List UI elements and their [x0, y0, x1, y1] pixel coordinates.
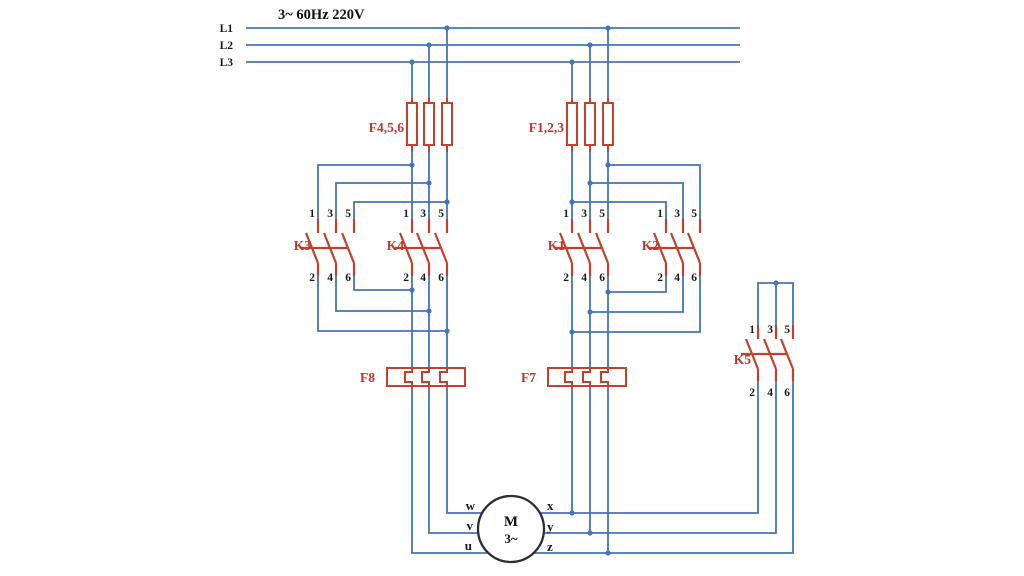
label-f8: F8	[360, 370, 375, 385]
label-k4: K4	[387, 238, 405, 253]
k5-t6: 6	[784, 387, 790, 399]
bus-label-l3: L3	[220, 57, 234, 69]
k1-t4: 4	[581, 272, 587, 284]
fuse-f2	[584, 102, 596, 146]
junction-dots	[409, 25, 779, 556]
k5-t1: 1	[749, 324, 755, 336]
bus-taps-left	[411, 28, 448, 100]
k2-t6: 6	[691, 272, 697, 284]
k1-t3: 3	[581, 208, 587, 220]
contactor-contacts	[301, 219, 795, 381]
fuse-f3	[602, 102, 614, 146]
bus-taps-right	[571, 28, 609, 100]
fuse-f6	[441, 102, 453, 146]
wire-w	[446, 386, 511, 514]
bus-label-l2: L2	[220, 40, 234, 52]
k5-t3: 3	[767, 324, 773, 336]
k5-star-bridge	[757, 282, 794, 325]
k4-t6: 6	[438, 272, 444, 284]
k4-out	[411, 276, 448, 368]
terminal-x: x	[547, 498, 554, 513]
k2-out-6	[572, 276, 701, 333]
motor-label: M	[504, 514, 518, 530]
label-k2: K2	[642, 238, 660, 253]
overload-f8	[386, 367, 466, 387]
wire-u	[411, 386, 511, 554]
contactor-k1	[555, 219, 610, 276]
k5-t4: 4	[767, 387, 773, 399]
fuse-label-f456: F4,5,6	[369, 120, 404, 135]
k1-t1: 1	[563, 208, 569, 220]
k2-out-2	[608, 276, 667, 293]
k2-t3: 3	[674, 208, 680, 220]
contactor-k4	[395, 219, 449, 276]
wire-x	[511, 381, 759, 514]
k3-t2: 2	[309, 272, 315, 284]
feed-k3-3	[335, 182, 429, 219]
fuse-f4	[406, 102, 418, 146]
terminal-y: y	[547, 519, 554, 534]
fuse-group-f123	[566, 98, 614, 152]
feed-k2-1	[572, 201, 667, 219]
k4-t1: 1	[403, 208, 409, 220]
label-k5: K5	[734, 352, 752, 367]
terminal-u: u	[465, 538, 472, 553]
motor-circle	[476, 494, 546, 564]
label-k1: K1	[548, 238, 566, 253]
wire-y	[511, 381, 777, 534]
bus-label-l1: L1	[220, 23, 234, 35]
k1-t6: 6	[599, 272, 605, 284]
k1-t2: 2	[563, 272, 569, 284]
k3-out-6	[353, 276, 412, 291]
k4-t5: 5	[438, 208, 444, 220]
k4-t4: 4	[420, 272, 426, 284]
k3-t5: 5	[345, 208, 351, 220]
k1-out	[571, 276, 609, 368]
k3-t6: 6	[345, 272, 351, 284]
k2-t2: 2	[657, 272, 663, 284]
contactor-k5	[741, 325, 795, 381]
k3-t4: 4	[327, 272, 333, 284]
contactor-k2	[649, 219, 702, 276]
fuse-label-f123: F1,2,3	[529, 120, 564, 135]
supply-title: 3~ 60Hz 220V	[278, 7, 365, 23]
k2-out-4	[590, 276, 684, 313]
contactor-k3	[301, 219, 356, 276]
fuse-f5	[423, 102, 435, 146]
f7-out	[571, 386, 609, 553]
overload-f7	[547, 367, 627, 387]
terminal-z: z	[547, 539, 553, 554]
terminal-v: v	[467, 518, 474, 533]
feed-k2-3	[590, 182, 684, 219]
k4-t3: 3	[420, 208, 426, 220]
k4-t2: 2	[403, 272, 409, 284]
k2-t4: 4	[674, 272, 680, 284]
k2-t1: 1	[657, 208, 663, 220]
k5-t5: 5	[784, 324, 790, 336]
k3-out-2	[317, 276, 447, 332]
k3-t1: 1	[309, 208, 315, 220]
motor-type: 3~	[504, 531, 518, 546]
k5-t2: 2	[749, 387, 755, 399]
terminal-w: w	[466, 498, 476, 513]
fuse-group-f456	[406, 98, 453, 152]
k3-t3: 3	[327, 208, 333, 220]
label-f7: F7	[521, 370, 536, 385]
k2-t5: 5	[691, 208, 697, 220]
wire-z	[511, 381, 794, 554]
feed-k2-5	[608, 164, 701, 219]
label-k3: K3	[294, 238, 312, 253]
wiring	[246, 27, 794, 554]
feed-k3-5	[353, 201, 447, 219]
k1-t5: 5	[599, 208, 605, 220]
k3-out-4	[335, 276, 429, 312]
fuse-f1	[566, 102, 578, 146]
feed-k3-1	[317, 164, 412, 219]
